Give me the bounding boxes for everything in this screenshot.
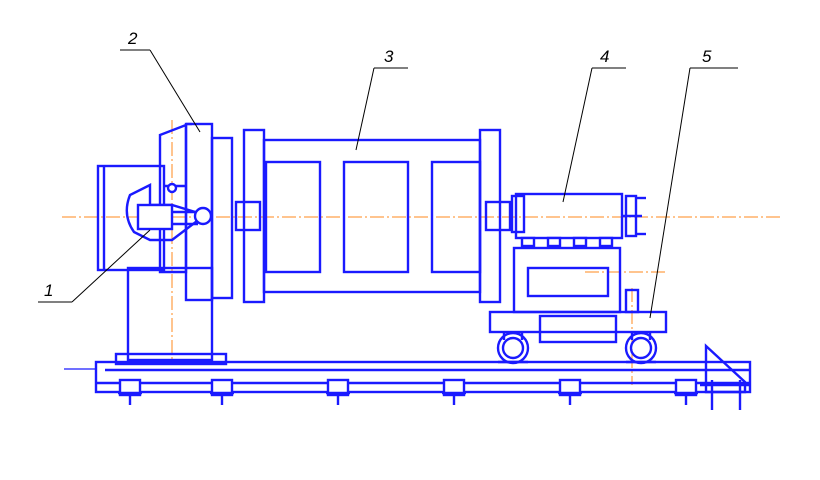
anchor-bolt xyxy=(210,378,234,405)
welding-head xyxy=(510,192,646,248)
positioner-hub xyxy=(136,203,174,231)
drum-left-journal xyxy=(234,200,262,232)
carriage-panel xyxy=(526,266,610,298)
callouts: 1 2 3 4 5 xyxy=(38,29,738,319)
callout-label: 3 xyxy=(384,47,394,66)
positioner-small-pivot xyxy=(166,182,178,194)
anchor-bolt xyxy=(118,378,142,405)
base-frame xyxy=(64,343,752,410)
drum-right-flange xyxy=(478,128,502,304)
callout-label: 4 xyxy=(600,47,609,66)
carriage-wheel xyxy=(624,331,658,365)
head-bolt-row xyxy=(520,236,614,248)
callout-2: 2 xyxy=(120,29,201,133)
drum-window xyxy=(430,160,482,274)
faceplate-flange xyxy=(210,136,234,300)
callout-3: 3 xyxy=(355,47,408,151)
callout-4: 4 xyxy=(562,47,626,203)
center-lines xyxy=(62,120,782,385)
positioner xyxy=(96,122,234,366)
positioner-base-plate xyxy=(114,352,228,366)
head-handwheel xyxy=(624,194,638,238)
positioner-pivot xyxy=(193,206,213,226)
callout-label: 5 xyxy=(702,47,712,66)
drum-window xyxy=(264,160,322,274)
anchor-bolt xyxy=(558,378,582,405)
head-body xyxy=(514,192,624,240)
drum-right-journal xyxy=(484,200,512,232)
callout-label: 2 xyxy=(127,29,138,48)
carriage xyxy=(488,246,668,365)
head-coupling xyxy=(510,194,526,234)
anchor-bolt xyxy=(442,378,466,405)
carriage-wheel xyxy=(496,331,530,365)
anchor-bolt xyxy=(326,378,350,405)
base-rail xyxy=(94,360,752,394)
end-stop xyxy=(700,343,750,410)
callout-5: 5 xyxy=(649,47,738,319)
callout-label: 1 xyxy=(44,281,53,300)
carriage-drive-box xyxy=(538,314,618,344)
callout-1: 1 xyxy=(38,229,151,303)
positioner-column xyxy=(126,266,214,362)
drum-window xyxy=(342,160,410,274)
drum xyxy=(234,128,512,304)
anchor-bolt xyxy=(674,378,698,405)
carriage-platform xyxy=(488,310,668,334)
carriage-housing xyxy=(512,246,622,314)
